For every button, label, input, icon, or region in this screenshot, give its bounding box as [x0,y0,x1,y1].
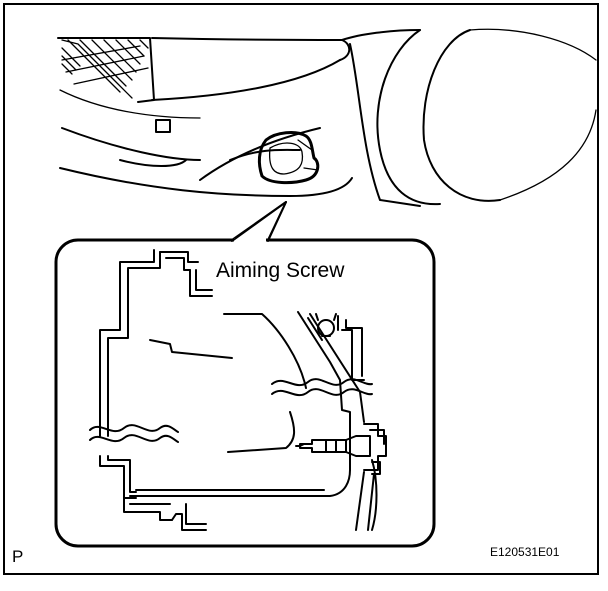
wheel-arch [341,28,597,207]
grille [57,37,155,103]
car-front-view [57,28,597,241]
callout-label: Aiming Screw [216,259,345,282]
fog-lamp-housing [257,131,320,185]
lamp-cross-section [89,249,387,531]
marker-square [155,119,171,133]
aiming-screw [295,423,387,475]
corner-letter: P [12,547,23,566]
figure-code: E120531E01 [490,545,560,559]
